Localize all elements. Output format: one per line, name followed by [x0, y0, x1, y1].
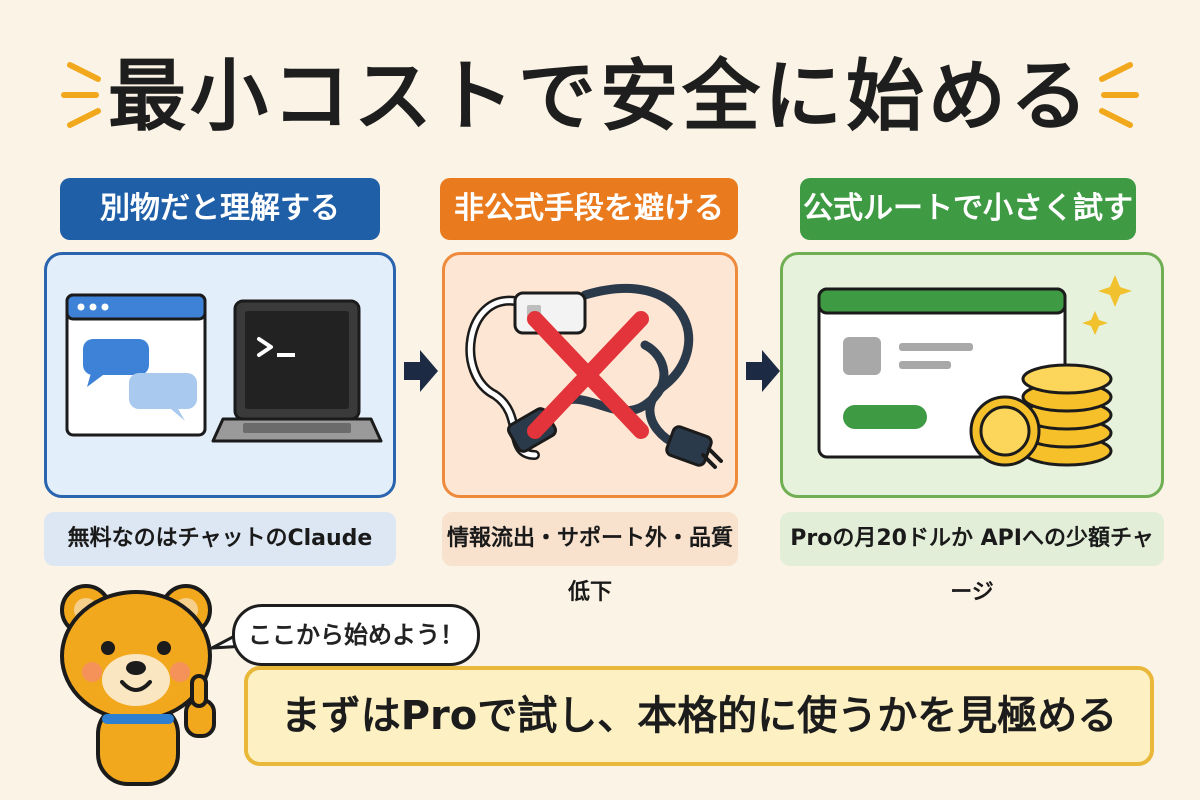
- conclusion-banner: まずはProで試し、本格的に使うかを見極める: [244, 666, 1154, 766]
- page-title: 最小コストで安全に始める: [107, 52, 1092, 142]
- coins-icon: [969, 363, 1113, 467]
- chat-window-icon: [65, 293, 207, 437]
- step-2-label: 非公式手段を避ける: [440, 178, 738, 240]
- crossed-cables-illustration: [465, 284, 723, 469]
- chat-and-laptop-illustration: [65, 293, 383, 443]
- bear-mascot-icon: [60, 584, 216, 786]
- speech-bubble: ここから始めよう！: [232, 604, 480, 666]
- right-arrow-icon: [404, 350, 438, 392]
- step-1-caption: 無料なのはチャットのClaude: [44, 512, 396, 566]
- right-arrow-icon: [746, 350, 780, 392]
- step-3-illustration-panel: [780, 252, 1164, 498]
- laptop-terminal-icon: [211, 299, 383, 443]
- step-2-illustration-panel: [442, 252, 738, 498]
- sparkle-icon: [1082, 275, 1132, 335]
- spark-lines-icon: [1099, 62, 1139, 128]
- cross-mark-icon: [527, 311, 649, 439]
- step-1-illustration-panel: [44, 252, 396, 498]
- step-3-label: 公式ルートで小さく試す: [800, 178, 1136, 240]
- step-1-label: 別物だと理解する: [60, 178, 380, 240]
- step-2-caption: 情報流出・サポート外・品質低下: [442, 512, 738, 605]
- spark-lines-icon: [61, 62, 101, 128]
- window-and-coins-illustration: [817, 275, 1132, 467]
- step-3-caption: Proの月20ドルか APIへの少額チャージ: [780, 512, 1164, 605]
